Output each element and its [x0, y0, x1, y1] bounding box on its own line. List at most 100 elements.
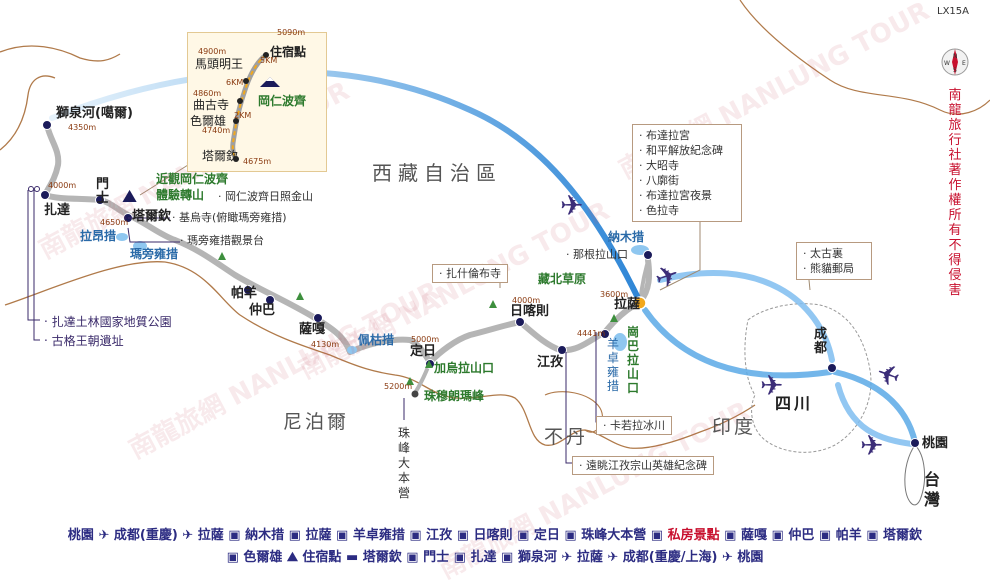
lhasa-attraction: ‧ 八廓街: [639, 174, 679, 187]
tag-guge: ‧ 古格王朝遺址: [44, 334, 124, 348]
peak-everest: 珠穆朗瑪峰: [424, 389, 485, 403]
lhasa-attractions-box: ‧ 布達拉宮 ‧ 和平解放紀念碑 ‧ 大昭寺 ‧ 八廓街 ‧ 布達拉宮夜景 ‧ …: [632, 124, 742, 222]
sichuan-outline: [744, 303, 872, 453]
lake-namtso-label: 納木措: [608, 230, 645, 244]
tour-code: LX15A: [937, 6, 969, 17]
region-sichuan: 四川: [775, 394, 814, 413]
itinerary-stop: 私房景點: [667, 528, 720, 543]
tag-zhada-park: ‧ 扎達土林國家地質公園: [44, 315, 172, 329]
kailash-note: ‧ 岡仁波齊日照金山: [218, 190, 313, 203]
inset-elev: 4900m: [198, 47, 227, 56]
itinerary-stop: 門士: [423, 550, 450, 565]
bus-icon: ▣: [452, 528, 474, 543]
bus-icon: ▣: [331, 528, 353, 543]
ebc-camp: 珠峰大本營: [398, 426, 411, 500]
border-north: [0, 45, 121, 62]
svg-text:✈: ✈: [860, 429, 883, 462]
itinerary-stop: 獅泉河: [517, 550, 557, 565]
lhasa-attraction: ‧ 色拉寺: [639, 204, 679, 217]
itinerary-stop: 色爾雄: [243, 550, 283, 565]
inset-point: 塔爾欽: [202, 149, 239, 163]
hike-icon: ⛰: [282, 550, 303, 565]
bus-icon: ▣: [861, 528, 884, 543]
inset-point: 色爾雄: [190, 114, 227, 128]
itinerary-stop: 江孜: [426, 528, 453, 543]
flight-lhasa-chengdu: [642, 307, 833, 379]
lake-manasarovar-label: 瑪旁雍措: [130, 247, 179, 261]
itinerary-stop: 桃園: [67, 528, 94, 543]
svg-text:S: S: [953, 67, 957, 74]
itinerary-stop: 羊卓雍措: [352, 528, 405, 543]
elev-shigatse: 4000m: [512, 296, 541, 305]
itinerary-stop: 住宿點: [302, 550, 342, 565]
bus-icon: ▣: [646, 528, 668, 543]
region-india: 印度: [712, 416, 757, 438]
lake-lhanag-label: 拉昂措: [80, 229, 117, 243]
elev-ebc: 5200m: [384, 382, 413, 391]
region-bhutan: 不丹: [544, 426, 589, 448]
inset-point: 住宿點: [270, 45, 307, 59]
city-shiquanhe: 獅泉河(噶爾): [56, 106, 133, 121]
bus-icon: ▣: [404, 528, 427, 543]
city-chengdu: 成都: [814, 327, 828, 356]
kailash-kora-inset: 5090m 住宿點 4900m 馬頭明王 5KM 6KM 4860m 曲古寺 岡…: [187, 29, 327, 172]
pass-gyatso: 加烏拉山口: [434, 361, 495, 375]
note-tashilhunpo: ‧ 扎什倫布寺: [432, 264, 508, 283]
border-west: [0, 75, 56, 151]
itinerary-stop: 定日: [533, 528, 560, 543]
compass: N S W E: [941, 48, 969, 76]
border-nepal: [4, 261, 756, 449]
flight-chengdu-taoyuan: [832, 369, 918, 445]
flight-chengdu-lhasa: [657, 269, 835, 363]
city-menshi: 門士: [96, 177, 110, 206]
note-karola: ‧ 卡若拉冰川: [596, 416, 672, 435]
itinerary-stop: 納木措: [245, 528, 285, 543]
lhasa-attraction: ‧ 和平解放紀念碑: [639, 144, 723, 157]
itinerary-strip: 桃園 ✈ 成都(重慶) ✈ 拉薩 ▣ 納木措 ▣ 拉薩 ▣ 羊卓雍措 ▣ 江孜 …: [0, 525, 990, 569]
lake-lhanag: [116, 233, 128, 241]
itinerary-stop: 扎達: [470, 550, 497, 565]
city-tarqin: 塔爾欽: [132, 209, 172, 224]
itinerary-line-2: ▣ 色爾雄 ⛰ 住宿點 ▬ 塔爾欽 ▣ 門士 ▣ 扎達 ▣ 獅泉河 ✈ 拉薩 ✈…: [0, 547, 990, 569]
city-saga: 薩嘎: [299, 322, 326, 337]
plane-icon: ✈: [556, 550, 577, 565]
itinerary-stop: 仲巴: [788, 528, 815, 543]
elev-menshi: 4000m: [48, 181, 77, 190]
city-markers: [40, 120, 920, 448]
lake-yamdrok: [613, 333, 627, 351]
bus-icon: ▣: [284, 528, 306, 543]
city-shigatse: 日喀則: [510, 304, 550, 319]
kailash-line2: 體驗轉山: [156, 188, 205, 202]
pass-kamba: 崗巴拉山口: [627, 325, 640, 395]
inset-title: 岡仁波齊: [258, 94, 307, 108]
elev-shiquanhe: 4350m: [68, 123, 97, 132]
region-tibet: 西藏自治區: [372, 161, 502, 185]
itinerary-stop: 拉薩: [576, 550, 603, 565]
border-bhutan: [544, 391, 603, 433]
kailash-line1: 近觀岡仁波齊: [156, 172, 229, 186]
note-nagenla: ‧ 那根拉山口: [566, 248, 628, 261]
itinerary-stop: 成都(重慶): [113, 528, 178, 543]
itinerary-stop: 薩嘎: [740, 528, 767, 543]
svg-text:✈: ✈: [650, 257, 683, 296]
lake-yamdrok-label: 羊卓雍措: [607, 337, 620, 393]
svg-text:✈: ✈: [760, 369, 783, 402]
itinerary-stop: 塔爾欽: [883, 528, 923, 543]
taiwan-outline: [904, 444, 926, 506]
svg-text:✈: ✈: [560, 189, 583, 222]
elev-tarqin: 4650m: [100, 218, 129, 227]
svg-text:✈: ✈: [872, 354, 905, 393]
city-gyantse: 江孜: [537, 355, 564, 370]
ebc-marker: [411, 390, 419, 398]
hiker-icon: ⛰: [122, 186, 138, 207]
inset-point: 馬頭明王: [195, 57, 244, 71]
bus-icon: ▣: [512, 528, 534, 543]
inset-route: [230, 52, 280, 162]
svg-text:E: E: [962, 60, 966, 67]
itinerary-stop: 日喀則: [473, 528, 513, 543]
lhasa-attraction: ‧ 大昭寺: [639, 159, 679, 172]
inset-distance: 6KM: [226, 78, 244, 87]
inset-distance: 2KM: [234, 111, 252, 120]
